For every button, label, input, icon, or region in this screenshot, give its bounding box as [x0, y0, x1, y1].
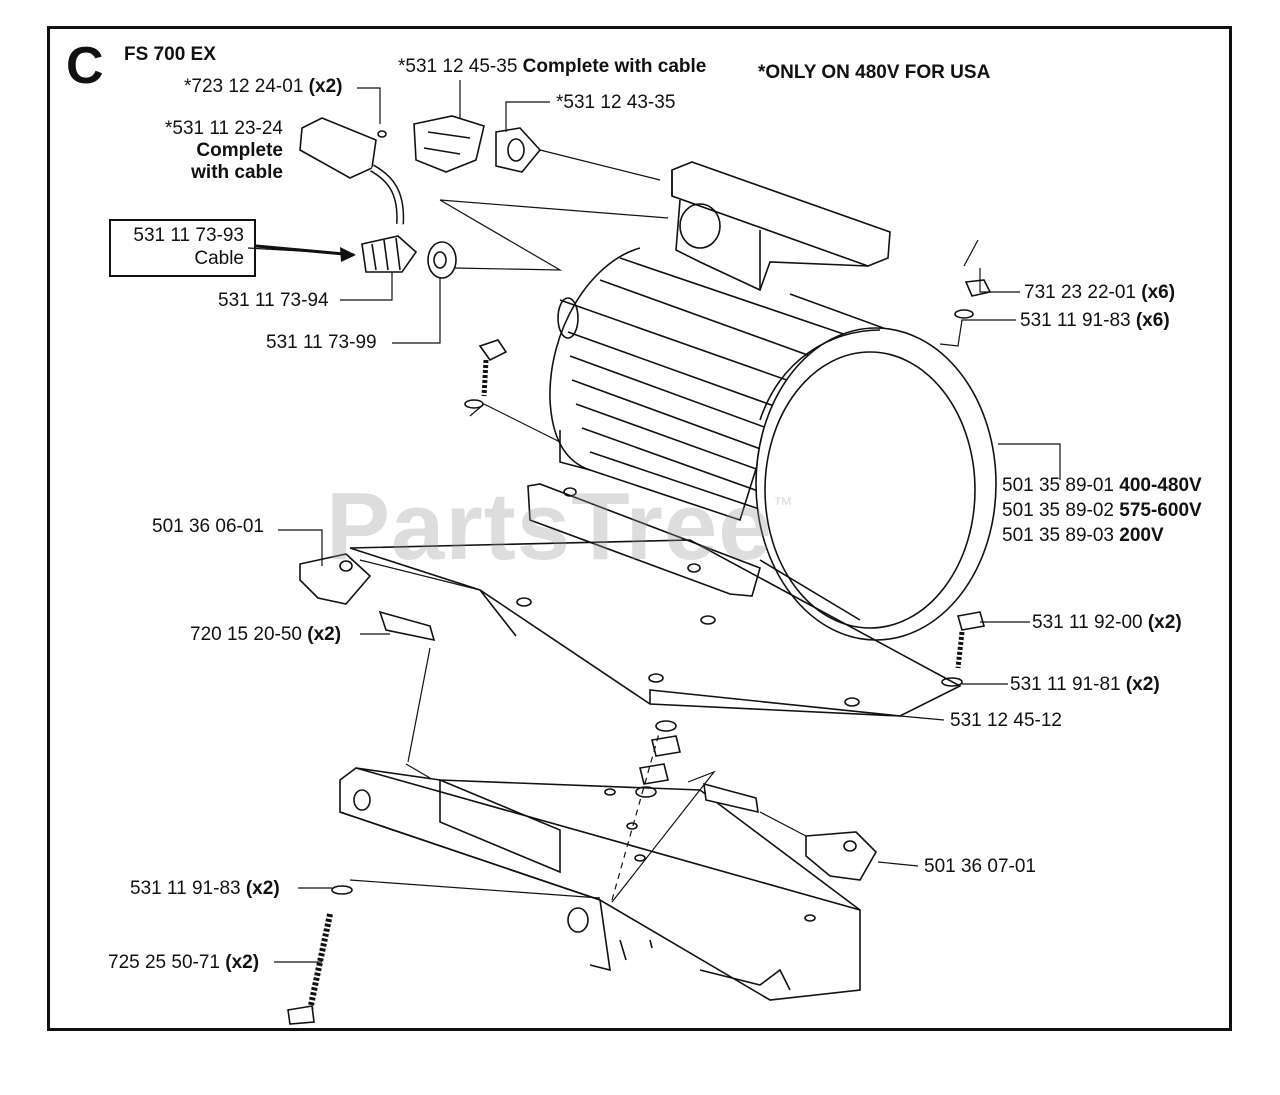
- leader-lines: [247, 80, 1061, 963]
- cable-box-name: Cable: [194, 248, 244, 269]
- part-label-531-11-92-00: 531 11 92-00 (x2): [1032, 612, 1182, 633]
- part-label-501-35-89-02: 501 35 89-02 575-600V: [1002, 500, 1202, 521]
- model-title: FS 700 EX: [124, 44, 216, 65]
- part-label-501-35-89-03: 501 35 89-03 200V: [1002, 525, 1164, 546]
- part-label-725-25-50-71: 725 25 50-71 (x2): [108, 952, 260, 973]
- part-label-531-12-45-35: *531 12 45-35 Complete with cable: [398, 56, 707, 77]
- part-label-501-36-07-01: 501 36 07-01: [924, 856, 1036, 877]
- cable-arrow: [255, 244, 356, 262]
- base-bracket: [339, 767, 861, 1001]
- part-label-531-11-73-94: 531 11 73-94: [218, 290, 329, 311]
- part-label-731-23-22-01: 731 23 22-01 (x6): [1024, 282, 1176, 303]
- part-label-501-36-06-01: 501 36 06-01: [152, 516, 264, 537]
- part-label-531-12-43-35: *531 12 43-35: [556, 92, 676, 113]
- cable-callout-box: 531 11 73-93 Cable: [109, 219, 256, 277]
- part-label-531-11-23-24: *531 11 23-24 Complete with cable: [165, 118, 283, 183]
- part-label-531-12-45-12: 531 12 45-12: [950, 710, 1062, 731]
- motor-body: [527, 161, 997, 641]
- section-letter: C: [66, 37, 104, 95]
- part-label-723-12-24-01: *723 12 24-01 (x2): [184, 76, 343, 97]
- usa-note: *ONLY ON 480V FOR USA: [758, 62, 991, 83]
- diagram-frame: [47, 26, 1232, 1031]
- part-label-531-11-91-83-x6: 531 11 91-83 (x6): [1020, 310, 1170, 331]
- watermark: PartsTree™: [326, 473, 794, 580]
- part-label-720-15-20-50: 720 15 20-50 (x2): [190, 624, 342, 645]
- part-label-531-11-91-81: 531 11 91-81 (x2): [1010, 674, 1160, 695]
- cable-box-number: 531 11 73-93: [133, 225, 244, 246]
- part-label-531-11-91-83-x2: 531 11 91-83 (x2): [130, 878, 280, 899]
- part-label-501-35-89-01: 501 35 89-01 400-480V: [1002, 475, 1202, 496]
- part-label-531-11-73-99: 531 11 73-99: [266, 332, 377, 353]
